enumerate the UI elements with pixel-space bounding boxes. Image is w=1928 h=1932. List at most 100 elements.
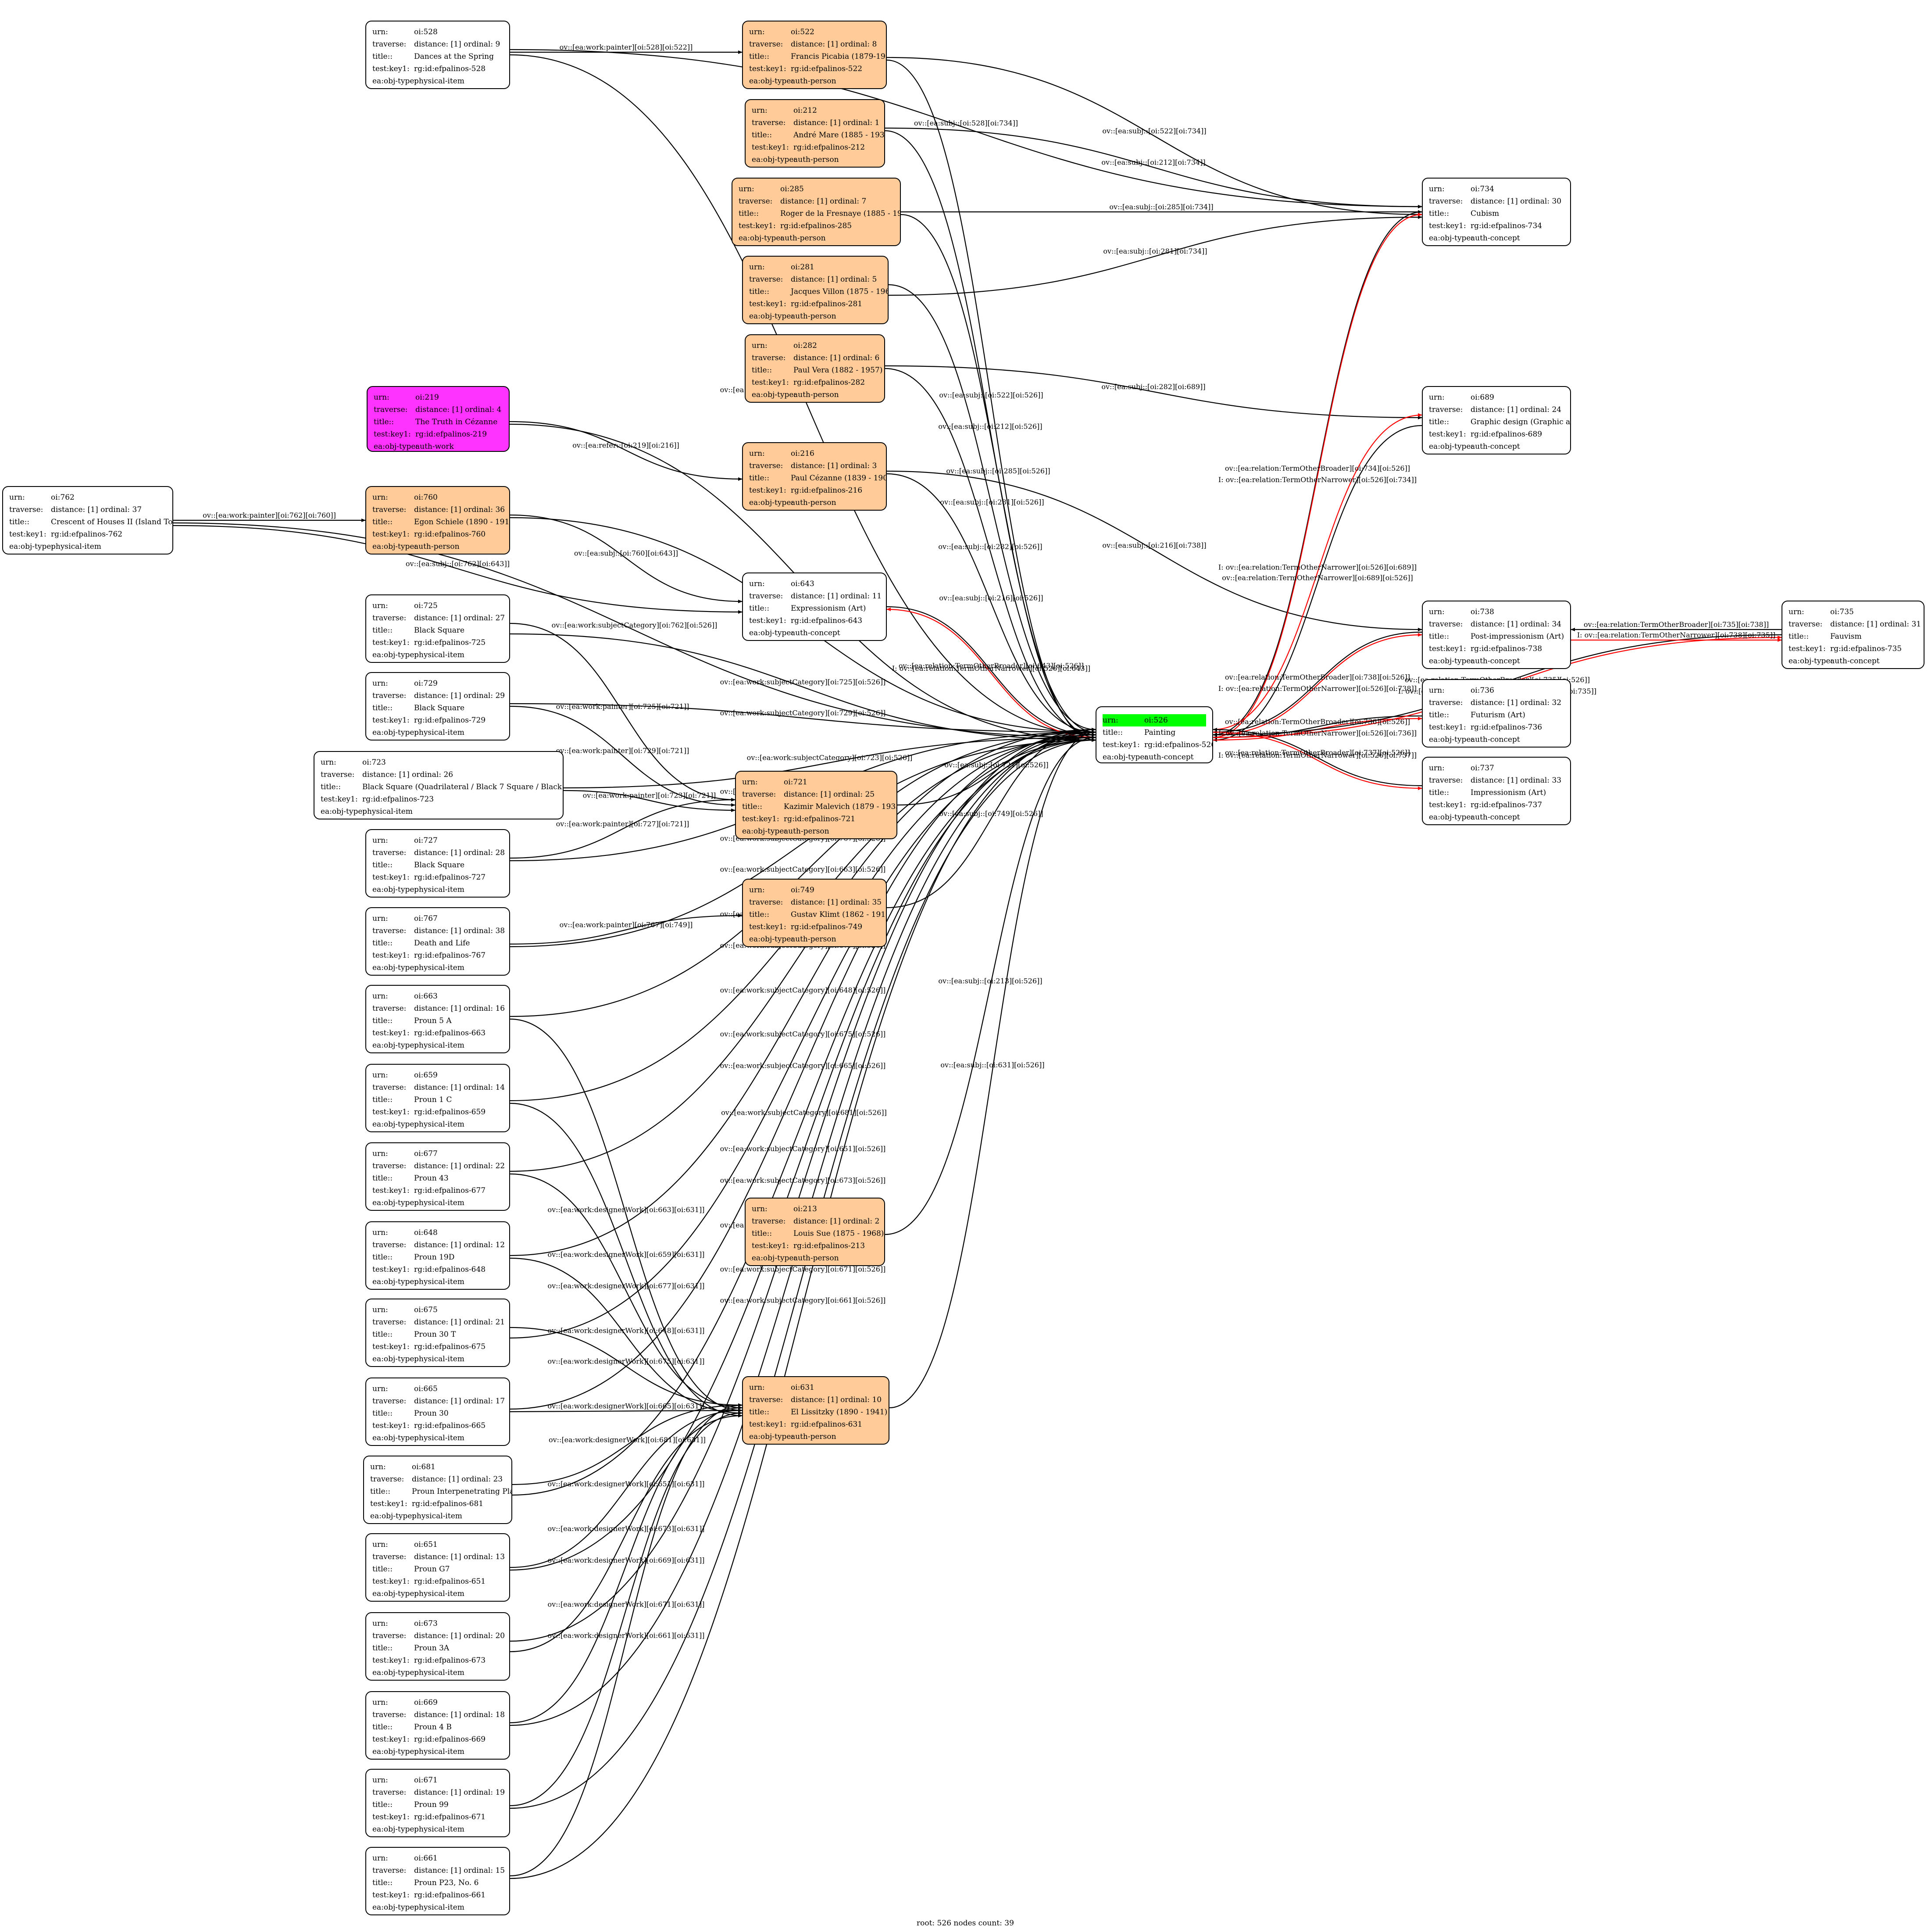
node-title: title::Proun P23, No. 6 xyxy=(372,1877,503,1889)
node-traverse: traverse:distance: [1] ordinal: 13 xyxy=(372,1551,505,1563)
node-objtype-key: ea:obj-type: xyxy=(1429,234,1474,243)
edge-label: ov::[ea:relation:TermOtherBroader][oi:73… xyxy=(1225,673,1410,681)
node-objtype-value: auth-concept xyxy=(1144,753,1194,762)
node-title: title::Kazimir Malevich (1879 - 1935) xyxy=(742,801,896,813)
node-traverse-key: traverse: xyxy=(372,505,407,514)
node-title-key: title:: xyxy=(749,604,770,613)
node-title-key: title:: xyxy=(372,1723,393,1732)
edge-label: ov::[ea:work:designerWork][oi:673][oi:63… xyxy=(547,1524,704,1533)
node-traverse-key: traverse: xyxy=(752,1217,786,1226)
node-title: title::Paul Vera (1882 - 1957) xyxy=(752,364,882,376)
edge-648-631 xyxy=(510,1257,743,1415)
node-testkey-key: test:key1: xyxy=(749,300,786,308)
node-objtype-value: auth-concept xyxy=(1471,735,1520,744)
node-traverse-key: traverse: xyxy=(749,462,783,470)
node-title-key: title:: xyxy=(1789,632,1809,641)
node-title-value: Expressionism (Art) xyxy=(791,604,866,613)
node-objtype-value: auth-person xyxy=(791,312,836,321)
edge-label: ov::[ea:work:subjectCategory][oi:681][oi… xyxy=(721,1109,887,1117)
node-urn: urn:oi:729 xyxy=(372,677,503,690)
node-urn-value: oi:522 xyxy=(791,28,814,36)
node-urn-key: urn: xyxy=(374,393,389,402)
node-traverse-value: distance: [1] ordinal: 14 xyxy=(414,1083,505,1092)
node-urn-key: urn: xyxy=(372,1619,388,1628)
node-urn: urn:oi:689 xyxy=(1429,391,1564,404)
edge-label: ov::[ea:relation:TermOtherBroader][oi:64… xyxy=(899,662,1084,670)
node-objtype-key: ea:obj-type: xyxy=(372,1747,417,1756)
node-urn: urn:oi:749 xyxy=(749,884,880,896)
edge-723-526 xyxy=(563,736,1096,789)
node-title-key: title:: xyxy=(1429,711,1450,719)
node-title-key: title:: xyxy=(749,1408,770,1417)
node-title-key: title:: xyxy=(374,418,394,426)
node-title: title::Proun 1 C xyxy=(372,1094,503,1106)
node-testkey: test:key1:rg:id:efpalinos-631 xyxy=(749,1418,882,1431)
edge-734-526 xyxy=(1213,211,1422,737)
edge-label: ov::[ea:work:designerWork][oi:671][oi:63… xyxy=(547,1600,704,1609)
node-urn-value: oi:213 xyxy=(793,1205,817,1213)
node-urn-key: urn: xyxy=(372,1149,388,1158)
edge-label: ov::[ea:work:subjectCategory][oi:762][oi… xyxy=(552,621,718,630)
node-objtype-key: ea:obj-type: xyxy=(749,312,794,321)
node-testkey-value: rg:id:efpalinos-665 xyxy=(414,1421,486,1430)
node-objtype: ea:obj-type:physical-item xyxy=(370,1510,505,1522)
node-traverse-key: traverse: xyxy=(1429,197,1463,206)
node-title-value: Death and Life xyxy=(414,939,470,948)
node-traverse: traverse:distance: [1] ordinal: 37 xyxy=(9,504,166,516)
node-title: title::Death and Life xyxy=(372,937,503,949)
node-objtype: ea:obj-type:physical-item xyxy=(372,1746,503,1758)
node-title: title::Francis Picabia (1879-1953) xyxy=(749,50,886,63)
node-testkey-value: rg:id:efpalinos-661 xyxy=(414,1891,486,1900)
node-traverse-value: distance: [1] ordinal: 8 xyxy=(791,40,877,49)
node-traverse-key: traverse: xyxy=(372,1318,407,1327)
node-title-value: Louis Sue (1875 - 1968) xyxy=(793,1229,884,1238)
node-objtype-value: auth-person xyxy=(793,155,839,164)
node-testkey-value: rg:id:efpalinos-738 xyxy=(1471,644,1542,653)
node-traverse-key: traverse: xyxy=(742,790,776,799)
node-testkey-value: rg:id:efpalinos-735 xyxy=(1830,644,1902,653)
edge-282-689 xyxy=(885,365,1422,419)
node-objtype-key: ea:obj-type: xyxy=(372,77,417,86)
node-title-key: title:: xyxy=(372,861,393,869)
node-testkey-value: rg:id:efpalinos-522 xyxy=(791,64,863,73)
